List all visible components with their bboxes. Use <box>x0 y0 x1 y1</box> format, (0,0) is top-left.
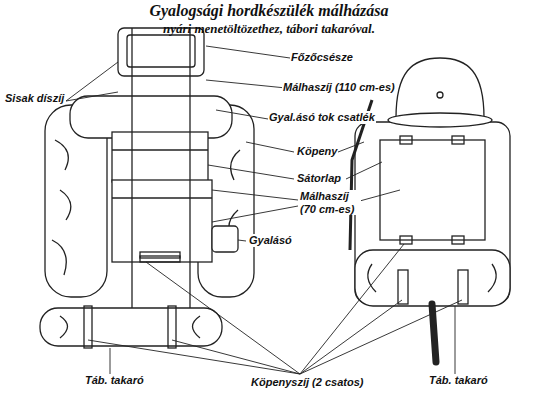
part-label: Gyal.ásó tok csatlék <box>268 111 376 124</box>
part-label: Táb. takaró <box>428 374 489 387</box>
part-label: Málhaszíj (70 cm-es) <box>299 190 361 215</box>
part-label: Málhaszíj (110 cm-es) <box>282 81 396 94</box>
part-label: Táb. takaró <box>84 374 145 387</box>
part-label: Sátorlap <box>296 172 342 185</box>
subtitle: nyári menetöltözethez, tábori takaróval. <box>0 22 536 37</box>
part-label: Főzőcsésze <box>290 51 354 64</box>
part-label: Sisak díszíj <box>4 92 65 105</box>
part-label: Köpenyszíj (2 csatos) <box>250 376 364 389</box>
part-label: Köpeny <box>296 145 338 158</box>
part-label: Gyalásó <box>248 234 293 247</box>
diagram-title: Gyalogsági hordkészülék málházása <box>0 2 536 20</box>
